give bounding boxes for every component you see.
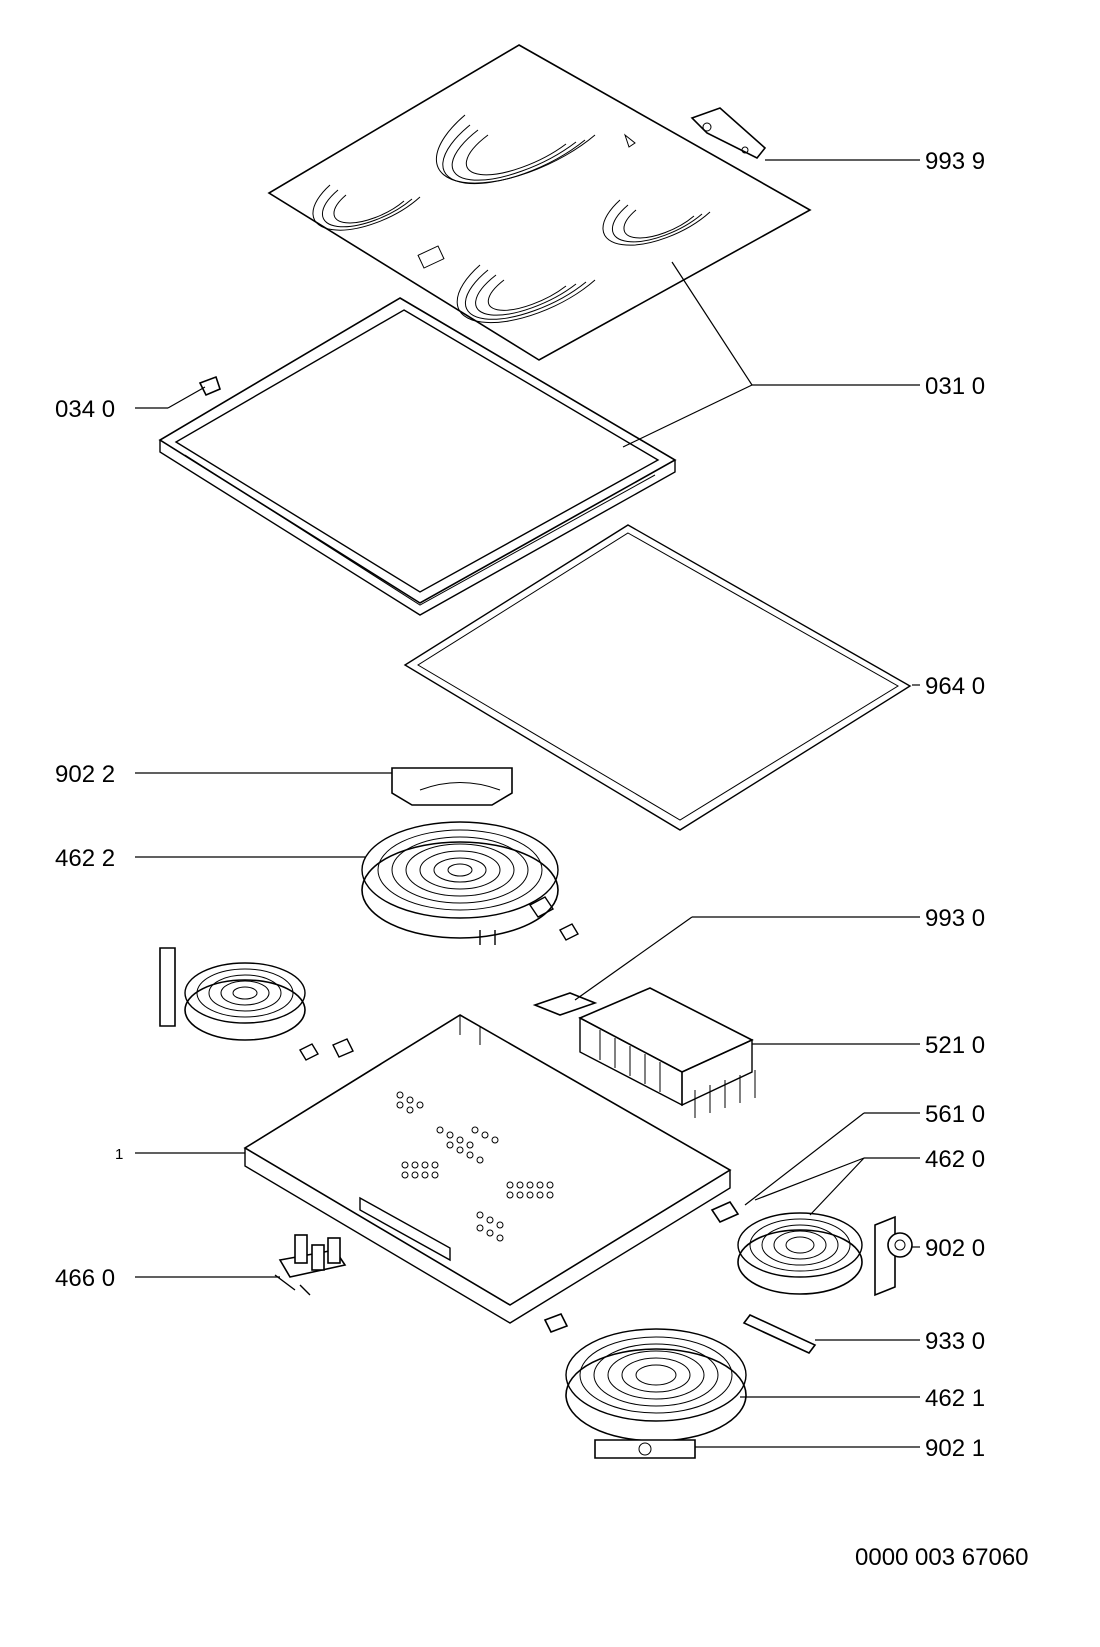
cooking-zone-marks-front bbox=[456, 264, 596, 324]
bracket-902-0 bbox=[874, 1215, 913, 1297]
leader-lines bbox=[135, 159, 920, 1448]
label-964-0: 964 0 bbox=[925, 673, 985, 700]
label-466-0: 466 0 bbox=[55, 1265, 115, 1292]
label-902-1: 902 1 bbox=[925, 1435, 985, 1462]
sensor-933-0 bbox=[742, 1314, 817, 1354]
terminal-block-466-0 bbox=[274, 1234, 347, 1296]
bracket-993-0 bbox=[532, 992, 598, 1016]
part-labels: 993 9 031 0 034 0 964 0 902 2 462 2 993 … bbox=[55, 148, 1029, 1571]
label-902-2: 902 2 bbox=[55, 761, 115, 788]
glass-ceramic-top bbox=[267, 44, 812, 361]
drawing-number: 0000 003 67060 bbox=[855, 1544, 1029, 1571]
label-933-0: 933 0 bbox=[925, 1328, 985, 1355]
bracket-993-9 bbox=[690, 107, 767, 160]
label-034-0: 034 0 bbox=[55, 396, 115, 423]
heating-element-462-1 bbox=[565, 1328, 747, 1442]
label-993-0: 993 0 bbox=[925, 905, 985, 932]
control-module-521-0 bbox=[578, 987, 756, 1118]
cooking-zone-marks-large bbox=[435, 114, 596, 185]
label-1: 1 bbox=[115, 1146, 123, 1163]
bracket-902-1 bbox=[594, 1439, 696, 1459]
label-561-0: 561 0 bbox=[925, 1101, 985, 1128]
hob-frame bbox=[158, 297, 677, 616]
label-031-0: 031 0 bbox=[925, 373, 985, 400]
label-462-1: 462 1 bbox=[925, 1385, 985, 1412]
heating-element-462-0 bbox=[737, 1212, 863, 1295]
clip-034-0 bbox=[198, 375, 221, 397]
label-993-9: 993 9 bbox=[925, 148, 985, 175]
base-tray bbox=[243, 1014, 732, 1324]
heating-element-left bbox=[159, 947, 354, 1061]
label-462-2: 462 2 bbox=[55, 845, 115, 872]
label-462-0: 462 0 bbox=[925, 1146, 985, 1173]
switch-small-front bbox=[543, 1312, 569, 1334]
heating-element-462-2 bbox=[361, 821, 559, 945]
bracket-902-2 bbox=[391, 767, 513, 806]
gasket-seal bbox=[403, 524, 912, 831]
vent-holes bbox=[396, 1091, 554, 1242]
label-521-0: 521 0 bbox=[925, 1032, 985, 1059]
switch-561-0 bbox=[710, 1200, 740, 1224]
switch-small bbox=[559, 923, 579, 941]
cooking-zone-marks-left bbox=[312, 184, 421, 231]
cooking-zone-marks-right bbox=[602, 199, 711, 246]
label-902-0: 902 0 bbox=[925, 1235, 985, 1262]
